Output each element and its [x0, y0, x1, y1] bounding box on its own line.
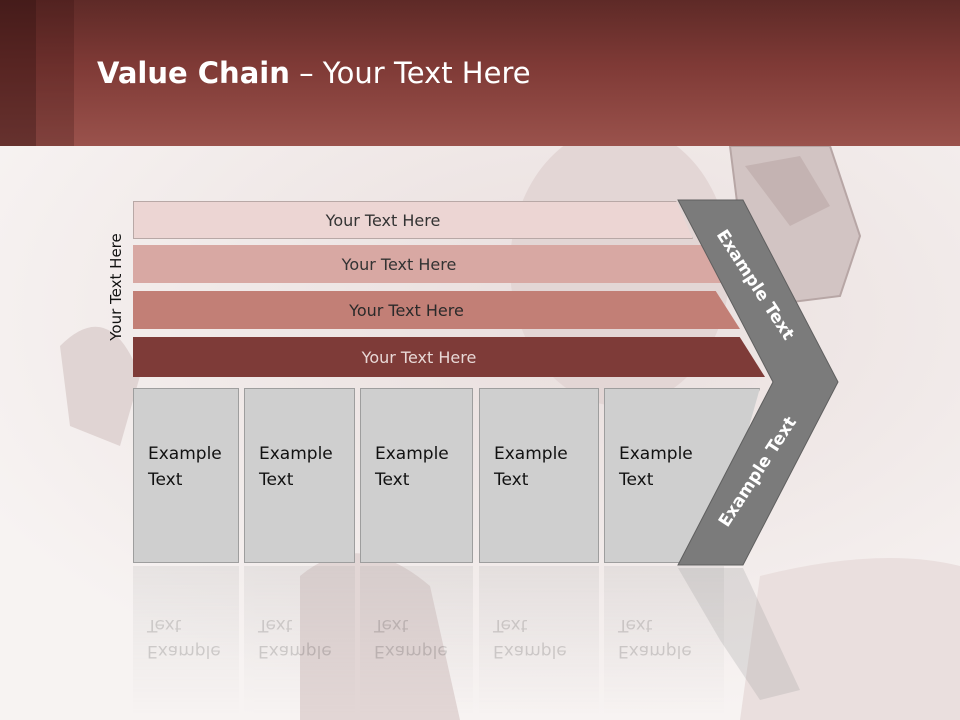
box-reflection: Example Text	[244, 566, 355, 716]
value-band-1[interactable]: Your Text Here	[133, 201, 693, 239]
value-band-2[interactable]: Your Text Here	[133, 245, 725, 283]
box-reflection: Example Text	[133, 566, 239, 716]
title-bar: Value Chain – Your Text Here	[0, 0, 960, 146]
slide-title-rest: – Your Text Here	[289, 56, 531, 90]
box-text-line1: Example	[148, 444, 222, 464]
vertical-axis-label[interactable]: Your Text Here	[107, 233, 125, 341]
reflection-text: Example	[374, 641, 448, 661]
box-text-line2: Text	[619, 470, 654, 490]
reflection-text: Example	[258, 641, 332, 661]
title-bar-stripe	[0, 0, 36, 146]
reflection-text: Text	[374, 615, 409, 635]
box-text-line2: Text	[259, 470, 294, 490]
box-reflection: Example Text	[604, 566, 724, 716]
title-bar-stripe	[36, 0, 74, 146]
reflection-text: Text	[493, 615, 528, 635]
value-band-3[interactable]: Your Text Here	[133, 291, 740, 329]
box-text-line1: Example	[259, 444, 333, 464]
box-reflection: Example Text	[360, 566, 473, 716]
reflection-text: Text	[147, 615, 182, 635]
reflection-text: Text	[258, 615, 293, 635]
slide-title-bold: Value Chain	[97, 56, 290, 90]
box-text-line1: Example	[494, 444, 568, 464]
reflection-text: Example	[147, 641, 221, 661]
reflection-text: Example	[493, 641, 567, 661]
reflection-text: Text	[618, 615, 653, 635]
reflection-text: Example	[618, 641, 692, 661]
box-text-line2: Text	[494, 470, 529, 490]
box-text-line2: Text	[375, 470, 410, 490]
box-text-line1: Example	[619, 444, 693, 464]
slide-title[interactable]: Value Chain – Your Text Here	[97, 56, 531, 90]
box-text-line2: Text	[148, 470, 183, 490]
box-reflection: Example Text	[479, 566, 599, 716]
value-band-4[interactable]: Your Text Here	[133, 337, 765, 377]
box-text-line1: Example	[375, 444, 449, 464]
